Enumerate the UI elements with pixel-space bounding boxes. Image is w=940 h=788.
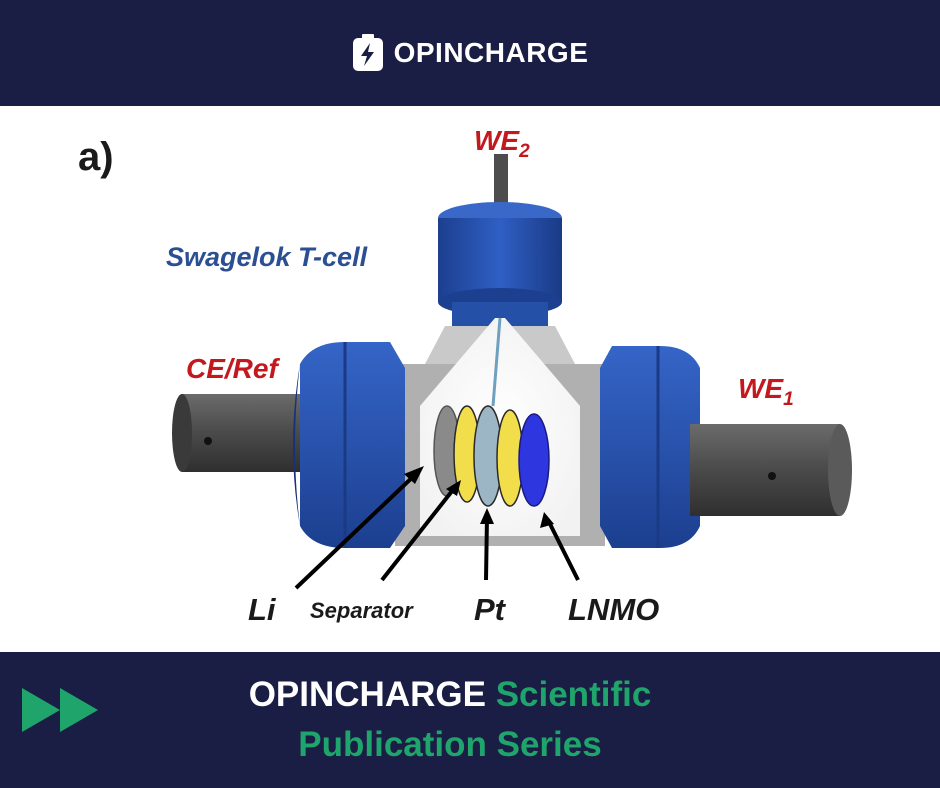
- battery-bolt-icon: [352, 34, 383, 71]
- lnmo-label: LNMO: [568, 592, 659, 627]
- left-rod: [172, 394, 312, 472]
- ce-ref-label: CE/Ref: [186, 353, 280, 384]
- electrode-stack: [433, 405, 550, 507]
- series-title-line1: OPINCHARGE Scientific: [120, 670, 780, 720]
- separator-label: Separator: [310, 598, 414, 623]
- panel-label: a): [78, 135, 114, 179]
- series-title-line2: Publication Series: [298, 725, 602, 764]
- footer-bar: [0, 652, 940, 788]
- li-label: Li: [248, 592, 277, 627]
- we1-label: WE1: [738, 373, 794, 410]
- left-nut: [293, 342, 405, 548]
- top-rod: [494, 154, 508, 216]
- we2-label: WE2: [474, 125, 530, 162]
- series-title: OPINCHARGE Scientific Publication Series: [120, 670, 780, 770]
- series-brand: OPINCHARGE: [248, 675, 486, 714]
- arrow-heads: [404, 466, 554, 528]
- top-nut: [438, 202, 562, 328]
- right-nut: [600, 346, 700, 548]
- figure-panel: a): [0, 106, 940, 652]
- swagelok-cell-diagram: a): [78, 125, 852, 627]
- brand-name: OPINCHARGE: [393, 37, 589, 68]
- brand: OPINCHARGE: [0, 0, 940, 106]
- lnmo-disc: [518, 413, 550, 507]
- fast-forward-icon: [22, 688, 98, 732]
- right-rod: [690, 424, 852, 516]
- pt-label: Pt: [474, 592, 507, 627]
- series-scientific: Scientific: [495, 675, 652, 714]
- swagelok-label: Swagelok T-cell: [166, 242, 368, 272]
- label-arrows: [294, 470, 580, 590]
- header-bar: OPINCHARGE: [0, 0, 940, 106]
- pt-wire: [491, 317, 502, 407]
